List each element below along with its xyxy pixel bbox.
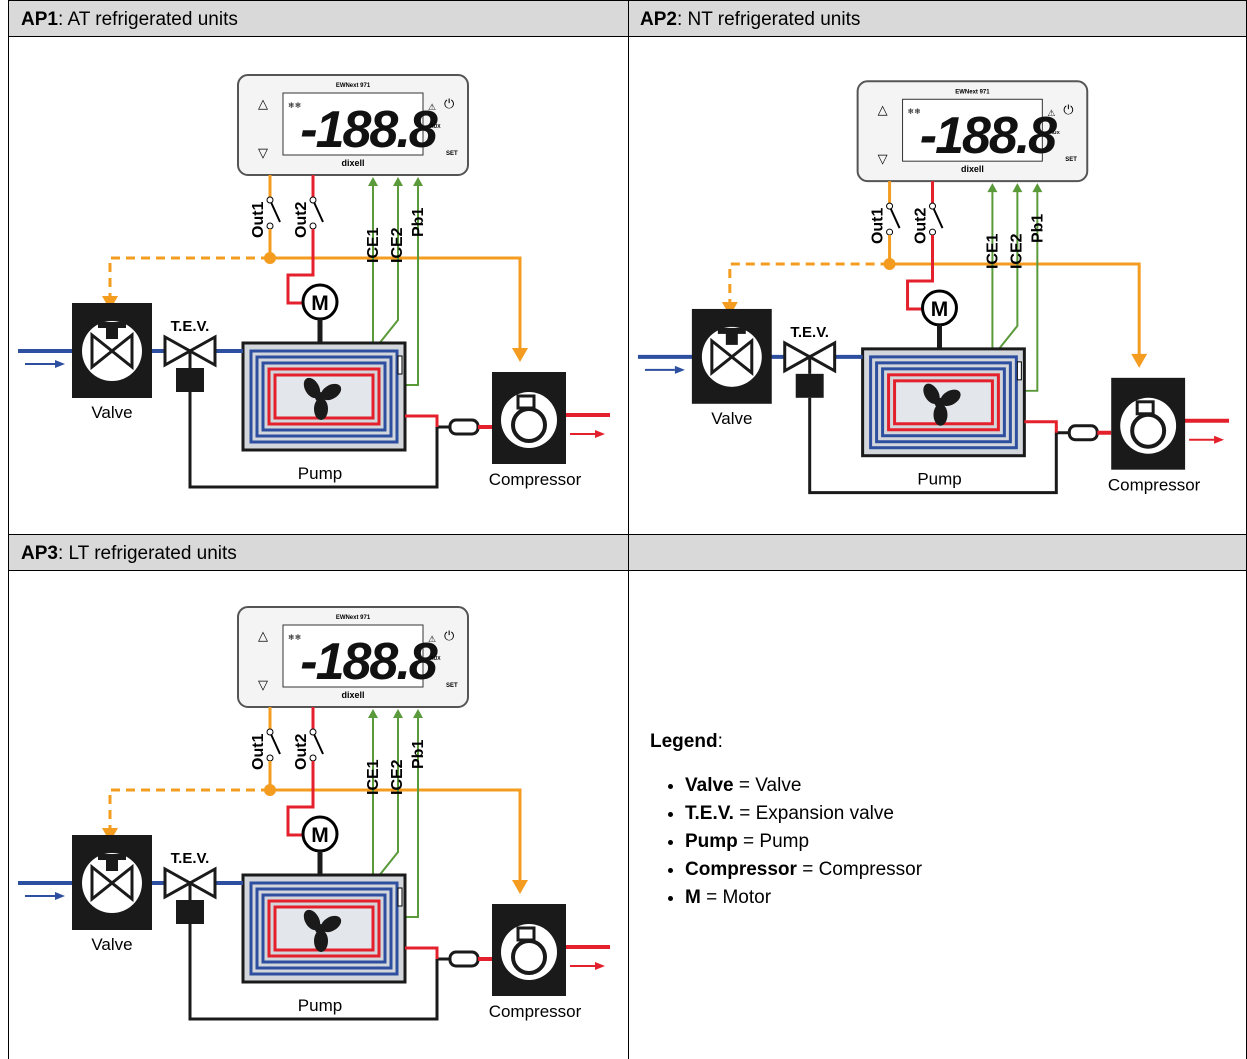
legend-item: Pump = Pump xyxy=(685,828,922,856)
legend-term: Compressor xyxy=(685,859,797,880)
panel-header-ap2: AP2: NT refrigerated units xyxy=(628,0,1247,37)
table-divider xyxy=(628,0,629,1059)
legend: Legend: Valve = Valve T.E.V. = Expansion… xyxy=(650,728,922,912)
legend-desc: = Pump xyxy=(737,831,810,852)
legend-term: Valve xyxy=(685,775,734,796)
legend-term: Pump xyxy=(685,831,738,852)
panel-code: AP2 xyxy=(640,9,677,30)
legend-desc: = Compressor xyxy=(796,859,923,880)
panel-title: : AT refrigerated units xyxy=(57,9,238,30)
legend-desc: = Valve xyxy=(733,775,802,796)
diagram-table xyxy=(8,0,1247,1059)
legend-desc: = Expansion valve xyxy=(733,803,894,824)
legend-colon: : xyxy=(717,731,723,752)
legend-term: M xyxy=(685,887,701,908)
legend-list: Valve = Valve T.E.V. = Expansion valve P… xyxy=(650,772,922,912)
panel-code: AP3 xyxy=(21,543,58,564)
panel-title: : LT refrigerated units xyxy=(57,543,237,564)
panel-header-empty xyxy=(628,534,1247,571)
legend-item: Compressor = Compressor xyxy=(685,856,922,884)
panel-code: AP1 xyxy=(21,9,58,30)
legend-item: T.E.V. = Expansion valve xyxy=(685,800,922,828)
diagram-ap1 xyxy=(0,0,628,534)
panel-header-ap3: AP3: LT refrigerated units xyxy=(9,534,628,571)
legend-term: T.E.V. xyxy=(685,803,734,824)
panel-header-ap1: AP1: AT refrigerated units xyxy=(9,0,628,37)
panel-title: : NT refrigerated units xyxy=(676,9,861,30)
legend-item: Valve = Valve xyxy=(685,772,922,800)
legend-item: M = Motor xyxy=(685,884,922,912)
diagram-ap3 xyxy=(0,532,628,1059)
diagram-ap2 xyxy=(620,6,1247,540)
legend-title: Legend xyxy=(650,731,718,752)
legend-desc: = Motor xyxy=(700,887,772,908)
